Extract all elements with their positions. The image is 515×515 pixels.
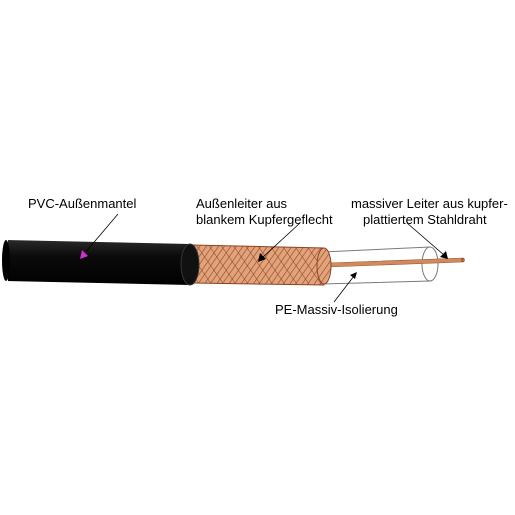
arrowhead-icon: [350, 272, 357, 279]
label-inner-conductor: massiver Leiter aus kupfer- plattiertem …: [351, 196, 508, 228]
label-inner-conductor-line1: massiver Leiter aus kupfer-: [351, 196, 508, 211]
label-outer-conductor: Außenleiter aus blankem Kupfergeflecht: [196, 196, 333, 228]
arrowhead-icon: [80, 250, 88, 259]
pvc-jacket: [0, 240, 200, 286]
label-outer-conductor-line2: blankem Kupfergeflecht: [196, 212, 333, 227]
copper-braid: [191, 244, 332, 286]
label-outer-conductor-line1: Außenleiter aus: [196, 196, 288, 211]
arrowhead-icon: [440, 251, 448, 259]
leader-dielectric: [333, 272, 357, 303]
leader-jacket: [80, 213, 119, 259]
leader-core: [406, 222, 448, 259]
label-pvc-jacket-text: PVC-Außenmantel: [28, 196, 137, 211]
label-pe-insulation: PE-Massiv-Isolierung: [275, 302, 398, 318]
arrowhead-icon: [258, 253, 266, 262]
label-inner-conductor-line2: plattiertem Stahldraht: [363, 212, 487, 227]
label-pe-insulation-text: PE-Massiv-Isolierung: [275, 302, 398, 317]
leader-braid: [258, 222, 301, 262]
label-pvc-jacket: PVC-Außenmantel: [28, 196, 136, 212]
